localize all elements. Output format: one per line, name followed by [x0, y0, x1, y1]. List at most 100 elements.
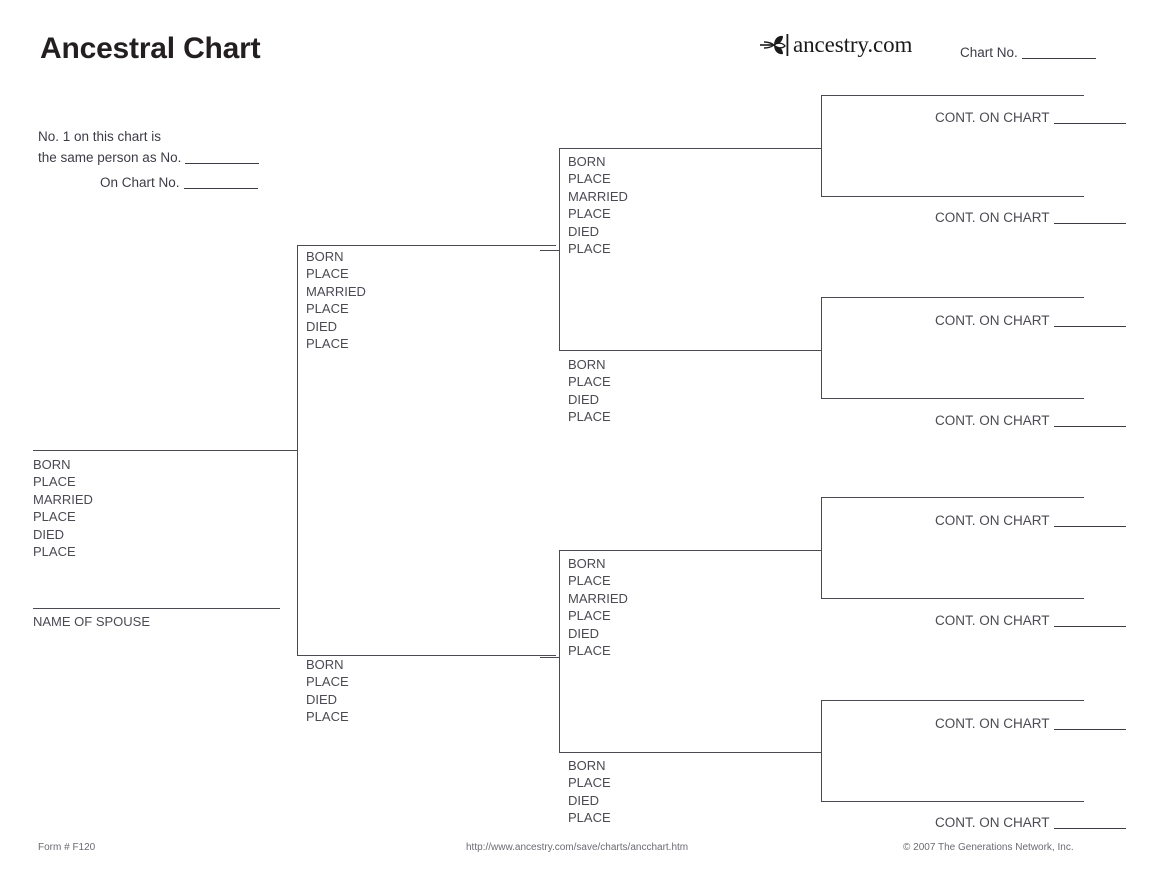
field-married: MARRIED: [306, 283, 366, 299]
field-place-3: PLACE: [568, 240, 611, 256]
gen4-c-bottom-arm: [821, 598, 1084, 599]
field-place-3: PLACE: [568, 642, 611, 658]
gen4-b-spine: [821, 297, 822, 398]
field-born: BORN: [568, 556, 606, 571]
connector-person5-to-gen4: [803, 350, 822, 351]
ancestry-wordmark: ancestry.com: [793, 32, 913, 57]
cont-label-text: CONT. ON CHART: [935, 513, 1050, 528]
cont-chart-blank[interactable]: [1053, 223, 1126, 224]
field-place-1: PLACE: [568, 775, 611, 791]
same-person-line-2-label: the same person as No.: [38, 150, 182, 165]
gen4-c-top-arm: [821, 497, 1084, 498]
person-11-cont-on-chart[interactable]: CONT. ON CHART: [935, 413, 1126, 428]
field-died: DIED: [568, 792, 600, 808]
field-born: BORN: [568, 758, 606, 773]
person-9-cont-on-chart[interactable]: CONT. ON CHART: [935, 210, 1126, 225]
field-place-3: PLACE: [33, 543, 76, 559]
gen3-upper-top-arm: [559, 148, 821, 149]
field-place-1: PLACE: [568, 573, 611, 589]
field-died: DIED: [568, 223, 600, 239]
gen3-lower-top-arm: [559, 550, 821, 551]
cont-chart-blank[interactable]: [1053, 326, 1126, 327]
gen3-upper-spine: [559, 148, 560, 350]
field-place-1: PLACE: [306, 266, 349, 282]
field-born: BORN: [306, 657, 344, 672]
person-14-cont-on-chart[interactable]: CONT. ON CHART: [935, 716, 1126, 731]
person-4-fields: BORN PLACE MARRIED PLACE DIED PLACE: [568, 153, 628, 257]
chart-number-blank[interactable]: [1021, 58, 1096, 59]
chart-number-field[interactable]: Chart No.: [960, 45, 1096, 60]
gen3-upper-bottom-arm: [559, 350, 821, 351]
field-place-2: PLACE: [568, 810, 611, 826]
cont-chart-blank[interactable]: [1053, 729, 1126, 730]
ancestry-brand: ancestry.com: [758, 30, 912, 60]
gen4-c-spine: [821, 497, 822, 598]
connector-gen1-to-gen2: [280, 450, 298, 451]
footer-url[interactable]: http://www.ancestry.com/save/charts/ancc…: [466, 842, 689, 853]
gen4-a-spine: [821, 95, 822, 196]
field-place-3: PLACE: [306, 335, 349, 351]
field-born: BORN: [306, 249, 344, 264]
chart-number-label: Chart No.: [960, 45, 1018, 60]
cont-label-text: CONT. ON CHART: [935, 613, 1050, 628]
gen4-b-top-arm: [821, 297, 1084, 298]
field-place-2: PLACE: [306, 709, 349, 725]
field-place-2: PLACE: [568, 608, 611, 624]
connector-person4-to-gen4: [803, 148, 822, 149]
gen3-lower-bottom-arm: [559, 752, 821, 753]
field-place-1: PLACE: [33, 474, 76, 490]
gen4-d-spine: [821, 700, 822, 801]
field-place-1: PLACE: [568, 171, 611, 187]
cont-chart-blank[interactable]: [1053, 426, 1126, 427]
person-7-fields: BORN PLACE DIED PLACE: [568, 757, 611, 827]
on-chart-number-field[interactable]: On Chart No.: [100, 175, 258, 190]
field-born: BORN: [568, 357, 606, 372]
cont-chart-blank[interactable]: [1053, 828, 1126, 829]
cont-chart-blank[interactable]: [1053, 123, 1126, 124]
page-title: Ancestral Chart: [40, 32, 261, 65]
person-1-spouse-caption: NAME OF SPOUSE: [33, 614, 151, 629]
person-3-fields: BORN PLACE DIED PLACE: [306, 656, 349, 726]
field-born: BORN: [33, 457, 71, 472]
footer-copyright: © 2007 The Generations Network, Inc.: [903, 842, 1074, 853]
connector-person3-to-gen3: [540, 657, 560, 658]
cont-label-text: CONT. ON CHART: [935, 413, 1050, 428]
person-15-cont-on-chart[interactable]: CONT. ON CHART: [935, 815, 1126, 830]
field-died: DIED: [568, 391, 600, 407]
same-person-note: No. 1 on this chart is the same person a…: [38, 126, 260, 168]
person-12-cont-on-chart[interactable]: CONT. ON CHART: [935, 513, 1126, 528]
person-13-cont-on-chart[interactable]: CONT. ON CHART: [935, 613, 1126, 628]
cont-label-text: CONT. ON CHART: [935, 716, 1050, 731]
footer-form-number: Form # F120: [38, 842, 96, 853]
person-1-spouse-line[interactable]: [33, 608, 280, 609]
connector-person6-to-gen4: [803, 550, 822, 551]
person-1-name-line[interactable]: [33, 450, 297, 451]
on-chart-number-blank[interactable]: [183, 188, 258, 189]
gen4-a-bottom-arm: [821, 196, 1084, 197]
cont-chart-blank[interactable]: [1053, 526, 1126, 527]
same-person-line-2[interactable]: the same person as No.: [38, 147, 260, 168]
field-place-2: PLACE: [568, 206, 611, 222]
field-married: MARRIED: [33, 491, 93, 507]
gen4-b-bottom-arm: [821, 398, 1084, 399]
person-2-fields: BORN PLACE MARRIED PLACE DIED PLACE: [306, 248, 366, 352]
field-place-2: PLACE: [568, 409, 611, 425]
person-6-fields: BORN PLACE MARRIED PLACE DIED PLACE: [568, 555, 628, 659]
gen4-d-top-arm: [821, 700, 1084, 701]
person-10-cont-on-chart[interactable]: CONT. ON CHART: [935, 313, 1126, 328]
field-place-1: PLACE: [306, 674, 349, 690]
gen2-bracket-spine: [297, 245, 298, 655]
cont-label-text: CONT. ON CHART: [935, 815, 1050, 830]
field-married: MARRIED: [568, 188, 628, 204]
cont-label-text: CONT. ON CHART: [935, 110, 1050, 125]
person-8-cont-on-chart[interactable]: CONT. ON CHART: [935, 110, 1126, 125]
same-person-number-blank[interactable]: [185, 163, 260, 164]
gen4-d-bottom-arm: [821, 801, 1084, 802]
gen2-bracket-bottom-arm: [297, 655, 556, 656]
field-born: BORN: [568, 154, 606, 169]
person-5-fields: BORN PLACE DIED PLACE: [568, 356, 611, 426]
cont-chart-blank[interactable]: [1053, 626, 1126, 627]
field-married: MARRIED: [568, 590, 628, 606]
field-died: DIED: [306, 691, 338, 707]
